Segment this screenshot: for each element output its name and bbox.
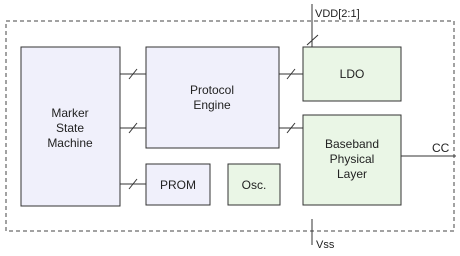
bus-msm-pe-lower <box>120 122 146 134</box>
protocol-engine-block: Protocol Engine <box>145 46 280 149</box>
protocol-engine-box <box>145 46 280 149</box>
oscillator-box <box>227 163 281 206</box>
baseband-label-line3: Layer <box>337 167 367 181</box>
prom-label: PROM <box>160 178 196 192</box>
protocol-engine-label-line1: Protocol <box>190 83 234 97</box>
prom-box <box>145 163 211 206</box>
marker-state-machine-box <box>20 46 121 207</box>
chip-boundary <box>5 20 455 232</box>
vdd-pin: VDD[2:1] <box>306 4 360 47</box>
baseband-label-line1: Baseband <box>325 137 379 151</box>
bus-msm-pe-upper <box>120 68 146 80</box>
bus-pe-baseband <box>279 122 303 134</box>
marker-state-machine-block: Marker State Machine <box>20 46 121 207</box>
marker-state-machine-label-line1: Marker <box>51 106 88 120</box>
oscillator-label: Osc. <box>242 178 267 192</box>
marker-state-machine-label-line2: State <box>56 121 84 135</box>
bus-msm-prom <box>120 178 146 190</box>
baseband-box <box>302 114 402 206</box>
cc-pin-label: CC <box>432 141 450 155</box>
prom-block: PROM <box>145 163 211 206</box>
protocol-engine-label-line2: Engine <box>193 98 231 112</box>
ldo-block: LDO <box>302 46 402 102</box>
baseband-block: Baseband Physical Layer <box>302 114 402 206</box>
vss-pin-label: Vss <box>316 239 335 251</box>
ldo-label: LDO <box>340 67 365 81</box>
vdd-pin-label: VDD[2:1] <box>315 8 360 20</box>
cc-pin: CC <box>401 141 456 157</box>
oscillator-block: Osc. <box>227 163 281 206</box>
marker-state-machine-label-line3: Machine <box>47 136 93 150</box>
baseband-label-line2: Physical <box>330 152 375 166</box>
bus-pe-ldo <box>279 68 303 80</box>
vss-pin: Vss <box>311 219 335 251</box>
